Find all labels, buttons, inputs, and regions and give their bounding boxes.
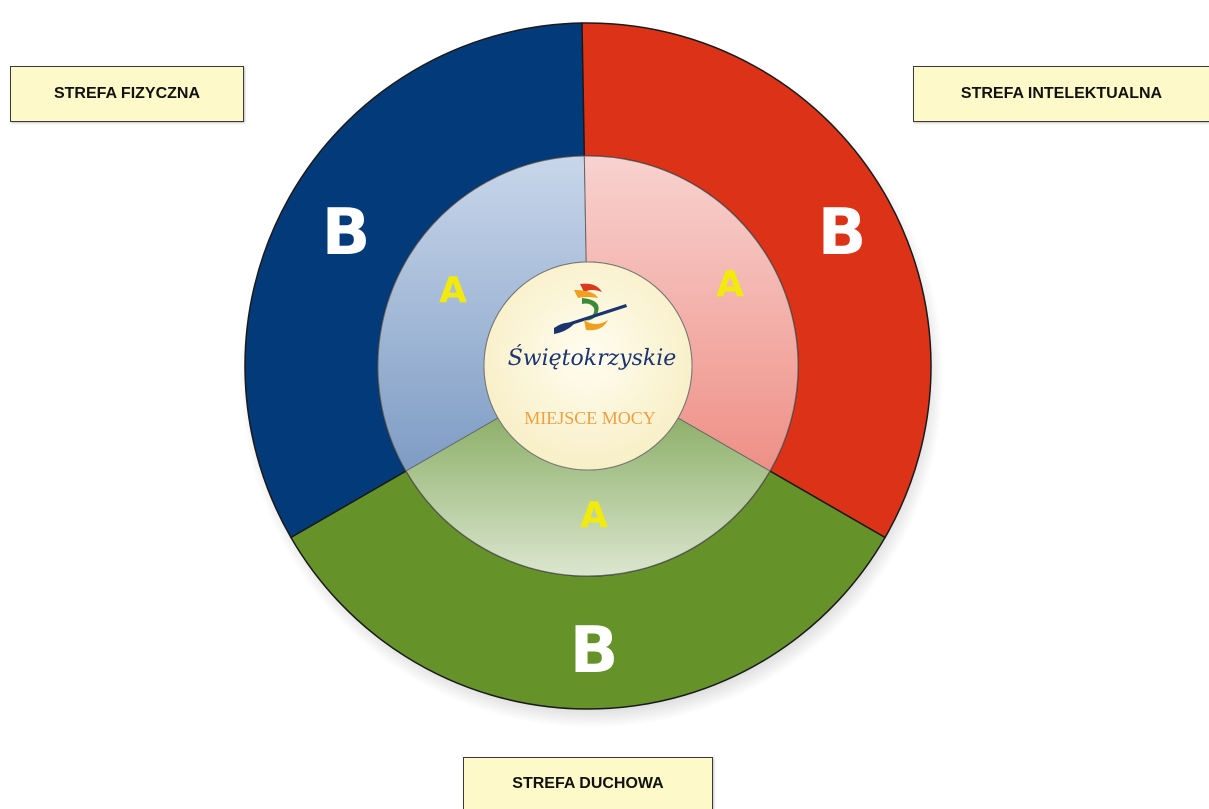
swietokrzyskie-witch-logo-icon bbox=[554, 283, 627, 334]
outer-letter-physical: B bbox=[322, 196, 371, 270]
brand-text: Świętokrzyskie bbox=[508, 344, 677, 371]
tagline-text: MIEJSCE MOCY bbox=[524, 408, 656, 428]
inner-letter-physical: A bbox=[439, 270, 467, 311]
outer-letter-spiritual: B bbox=[570, 614, 619, 688]
zone-diagram: Świętokrzyskie MIEJSCE MOCY B B B A A A bbox=[240, 22, 944, 728]
label-intellectual-zone: STREFA INTELEKTUALNA bbox=[913, 66, 1209, 122]
center-disc bbox=[483, 261, 693, 471]
outer-letter-intellectual: B bbox=[818, 196, 867, 270]
label-physical-zone: STREFA FIZYCZNA bbox=[10, 66, 244, 122]
label-spiritual-zone: STREFA DUCHOWA bbox=[463, 757, 713, 809]
inner-letter-spiritual: A bbox=[580, 495, 608, 536]
inner-letter-intellectual: A bbox=[716, 264, 744, 305]
